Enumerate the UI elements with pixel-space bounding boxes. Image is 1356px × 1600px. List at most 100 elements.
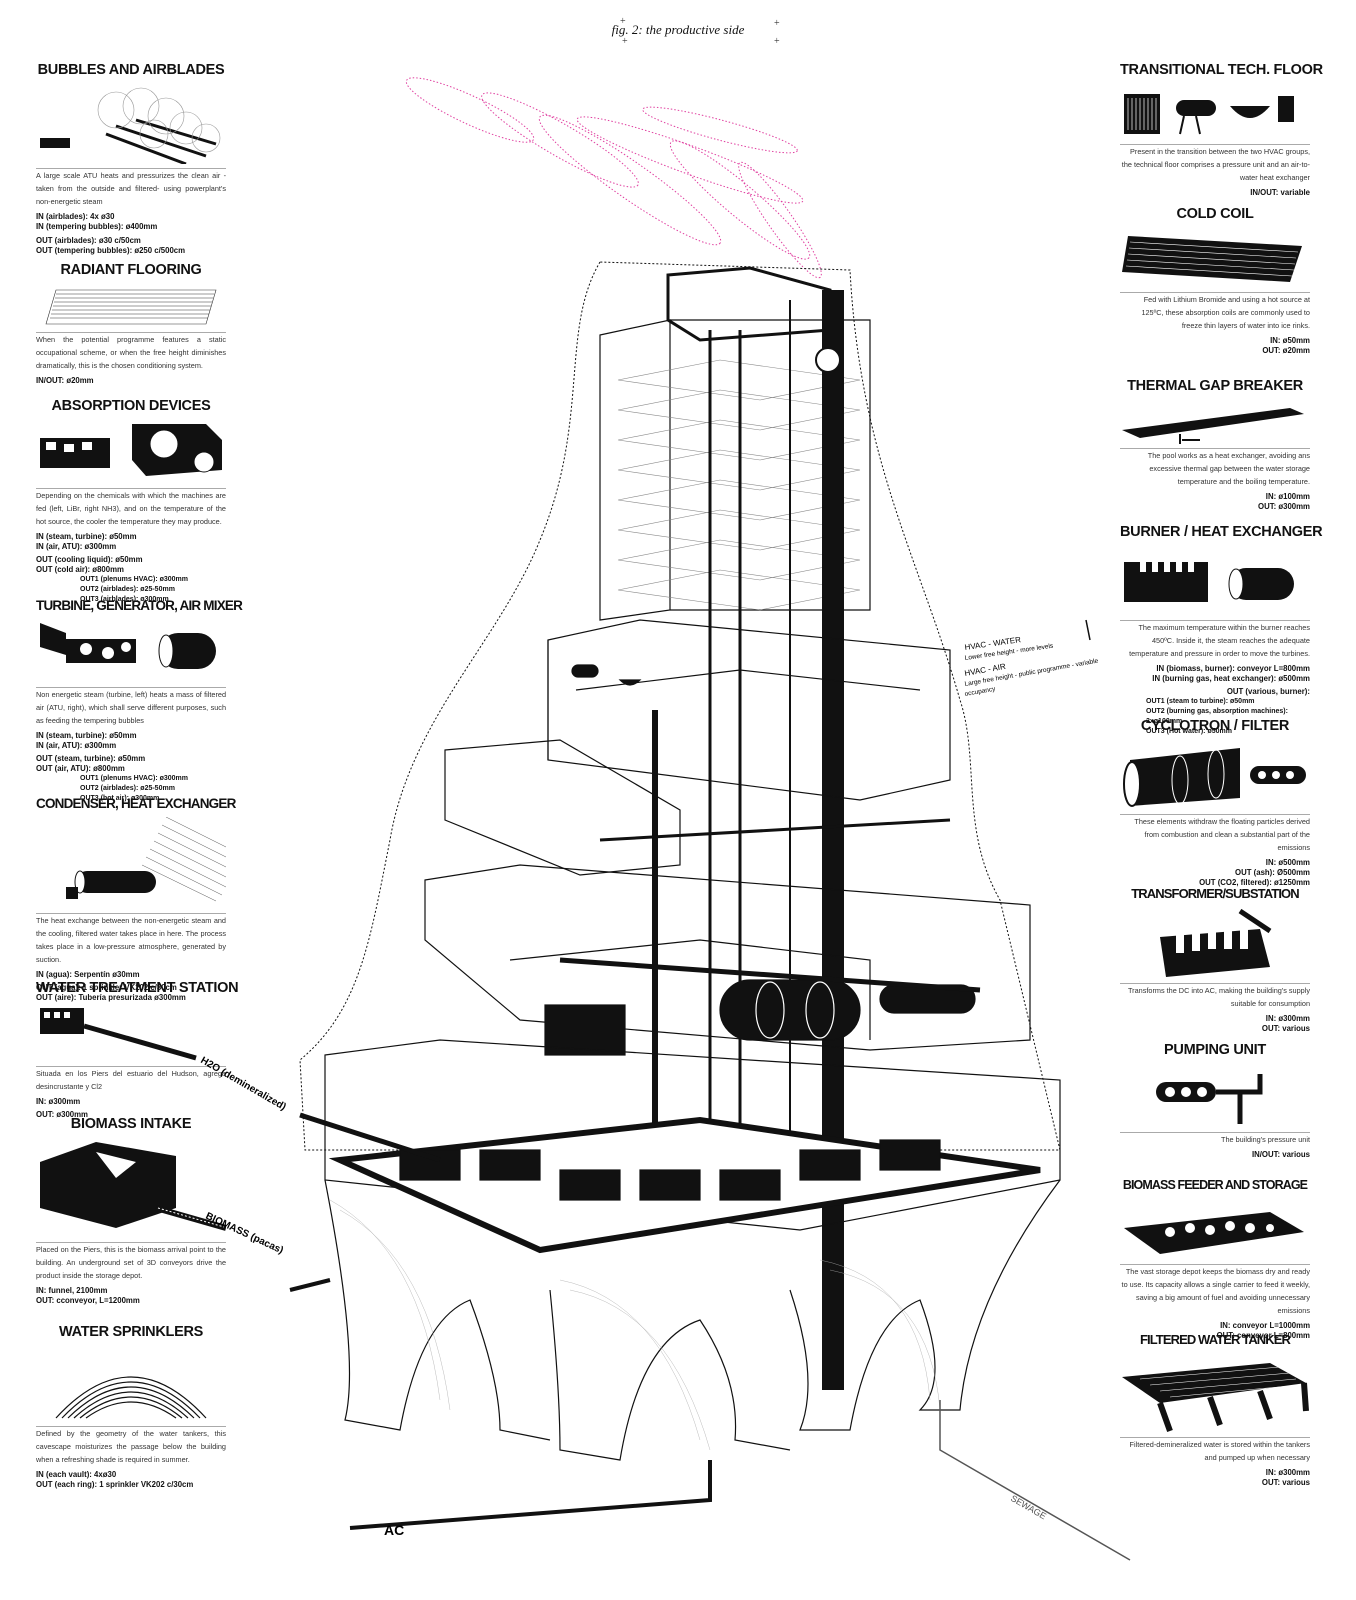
legend-water-tanker: FILTERED WATER TANKER Filtered-demineral… (1120, 1332, 1310, 1488)
section-title: TURBINE, GENERATOR, AIR MIXER (36, 598, 243, 613)
section-title: BUBBLES AND AIRBLADES (37, 62, 225, 78)
water-tanker-arches (324, 1179, 1061, 1461)
legend-thermal-gap: THERMAL GAP BREAKER The pool works as a … (1120, 378, 1310, 512)
section-title: ABSORPTION DEVICES (51, 398, 211, 414)
legend-cyclotron: CYCLOTRON / FILTER These elements withdr… (1120, 718, 1310, 888)
section-description: Situada en los Piers del estuario del Hu… (36, 1066, 226, 1093)
section-description: A large scale ATU heats and pressurizes … (36, 168, 226, 208)
section-description: Fed with Lithium Bromide and using a hot… (1120, 292, 1310, 332)
legend-tech-floor: TRANSITIONAL TECH. FLOOR Present in the … (1120, 62, 1323, 198)
hvac-air-sublabel-2: occupancy (964, 686, 997, 698)
upper-tower (599, 266, 871, 621)
ac-label: AC (384, 1522, 404, 1538)
section-description: These elements withdraw the floating par… (1120, 814, 1310, 854)
section-specs: IN/OUT: various (1251, 1150, 1310, 1159)
hvac-water-sublabel: Lower free height - more levels (964, 643, 1054, 662)
section-title: THERMAL GAP BREAKER (1127, 378, 1303, 394)
exhaust-plume (405, 77, 822, 279)
water-treatment-illustration (36, 1002, 226, 1062)
section-title: BIOMASS FEEDER AND STORAGE (1122, 1178, 1308, 1192)
hvac-water-floor (547, 619, 951, 801)
building-envelope (299, 261, 1061, 1151)
legend-cold-coil: COLD COIL Fed with Lithium Bromide and u… (1120, 206, 1310, 356)
section-description: The pool works as a heat exchanger, avoi… (1120, 448, 1310, 488)
section-description: Transforms the DC into AC, making the bu… (1120, 983, 1310, 1010)
section-description: Defined by the geometry of the water tan… (36, 1426, 226, 1466)
section-title: COLD COIL (1176, 206, 1254, 222)
vertical-pipes (559, 300, 981, 1200)
biomass-intake-illustration (36, 1138, 227, 1238)
section-description: Non energetic steam (turbine, left) heat… (36, 687, 226, 727)
section-title: RADIANT FLOORING (60, 262, 202, 278)
section-description: Placed on the Piers, this is the biomass… (36, 1242, 226, 1282)
legend-condenser: CONDENSER, HEAT EXCHANGER The heat excha… (36, 796, 236, 1003)
section-specs: IN (agua): Serpentín ø30mm OUT (agua): 1… (36, 970, 186, 1002)
hvac-air-sublabel: Large free height - public programme - v… (964, 657, 1099, 687)
cyclotron-illustration (1120, 740, 1310, 810)
section-description: The vast storage depot keeps the biomass… (1120, 1264, 1310, 1317)
hvac-air-floor (424, 739, 1031, 1056)
ac-cable (289, 1278, 712, 1530)
legend-radiant-flooring: RADIANT FLOORING When the potential prog… (36, 262, 226, 386)
diagram-labels: HVAC - WATER Lower free height - more le… (199, 635, 1100, 1538)
section-description: The maximum temperature within the burne… (1120, 620, 1310, 660)
cold-coil-illustration (1120, 228, 1310, 288)
sewage-pipe (939, 1400, 1131, 1561)
section-description: Present in the transition between the tw… (1120, 144, 1310, 184)
biomass-feeder-illustration (1120, 1198, 1310, 1260)
section-title: BURNER / HEAT EXCHANGER (1120, 524, 1323, 540)
legend-burner: BURNER / HEAT EXCHANGER The maximum temp… (1120, 524, 1323, 737)
pumping-unit-illustration (1120, 1064, 1310, 1128)
legend-turbine-generator: TURBINE, GENERATOR, AIR MIXER Non energe… (36, 598, 243, 804)
section-title: CYCLOTRON / FILTER (1140, 718, 1290, 734)
legend-water-treatment: WATER TREATMENT STATION Situada en los P… (36, 980, 239, 1120)
legend-absorption-devices: ABSORPTION DEVICES Depending on the chem… (36, 398, 226, 605)
figure-title: + + + + fig. 2: the productive side (611, 16, 780, 47)
section-title: BIOMASS INTAKE (70, 1116, 192, 1132)
legend-biomass-intake: BIOMASS INTAKE Placed on the Piers, this… (36, 1116, 227, 1306)
section-title: PUMPING UNIT (1164, 1042, 1266, 1058)
condenser-illustration (36, 816, 227, 909)
section-description: Filtered-demineralized water is stored w… (1120, 1437, 1310, 1464)
sprinklers-illustration (36, 1346, 226, 1422)
section-specs: IN/OUT: variable (1250, 188, 1310, 197)
sewage-label: SEWAGE (1009, 1493, 1048, 1521)
radiant-floor-illustration (36, 284, 226, 328)
hvac-water-label: HVAC - WATER (964, 635, 1022, 652)
section-title: FILTERED WATER TANKER (1139, 1332, 1291, 1347)
legend-water-sprinklers: WATER SPRINKLERS Defined by the geometry… (36, 1324, 226, 1490)
section-title: CONDENSER, HEAT EXCHANGER (36, 796, 236, 811)
absorption-devices-illustration (36, 420, 226, 484)
airblades-illustration (36, 84, 226, 166)
chimney-stack (822, 290, 844, 1390)
section-title: WATER SPRINKLERS (59, 1324, 203, 1340)
hvac-air-label: HVAC - AIR (964, 662, 1007, 678)
tech-floor-illustration (1120, 84, 1310, 140)
legend-pumping-unit: PUMPING UNIT The building's pressure uni… (1120, 1042, 1310, 1160)
thermal-gap-illustration (1120, 400, 1310, 444)
section-title: WATER TREATMENT STATION (36, 980, 239, 996)
turbine-illustration (36, 619, 226, 683)
legend-bubbles-airblades: BUBBLES AND AIRBLADES A large scale ATU … (36, 62, 226, 256)
burner-illustration (1120, 546, 1310, 616)
section-description: Depending on the chemicals with which th… (36, 488, 226, 528)
transformer-illustration (1120, 907, 1310, 979)
section-description: When the potential programme features a … (36, 332, 226, 372)
water-tanker-illustration (1120, 1353, 1310, 1433)
legend-transformer: TRANSFORMER/SUBSTATION Transforms the DC… (1120, 886, 1310, 1034)
legend-biomass-feeder: BIOMASS FEEDER AND STORAGE The vast stor… (1120, 1178, 1310, 1341)
section-title: TRANSITIONAL TECH. FLOOR (1120, 62, 1323, 78)
section-title: TRANSFORMER/SUBSTATION (1131, 886, 1299, 901)
section-description: The building's pressure unit (1120, 1132, 1310, 1146)
